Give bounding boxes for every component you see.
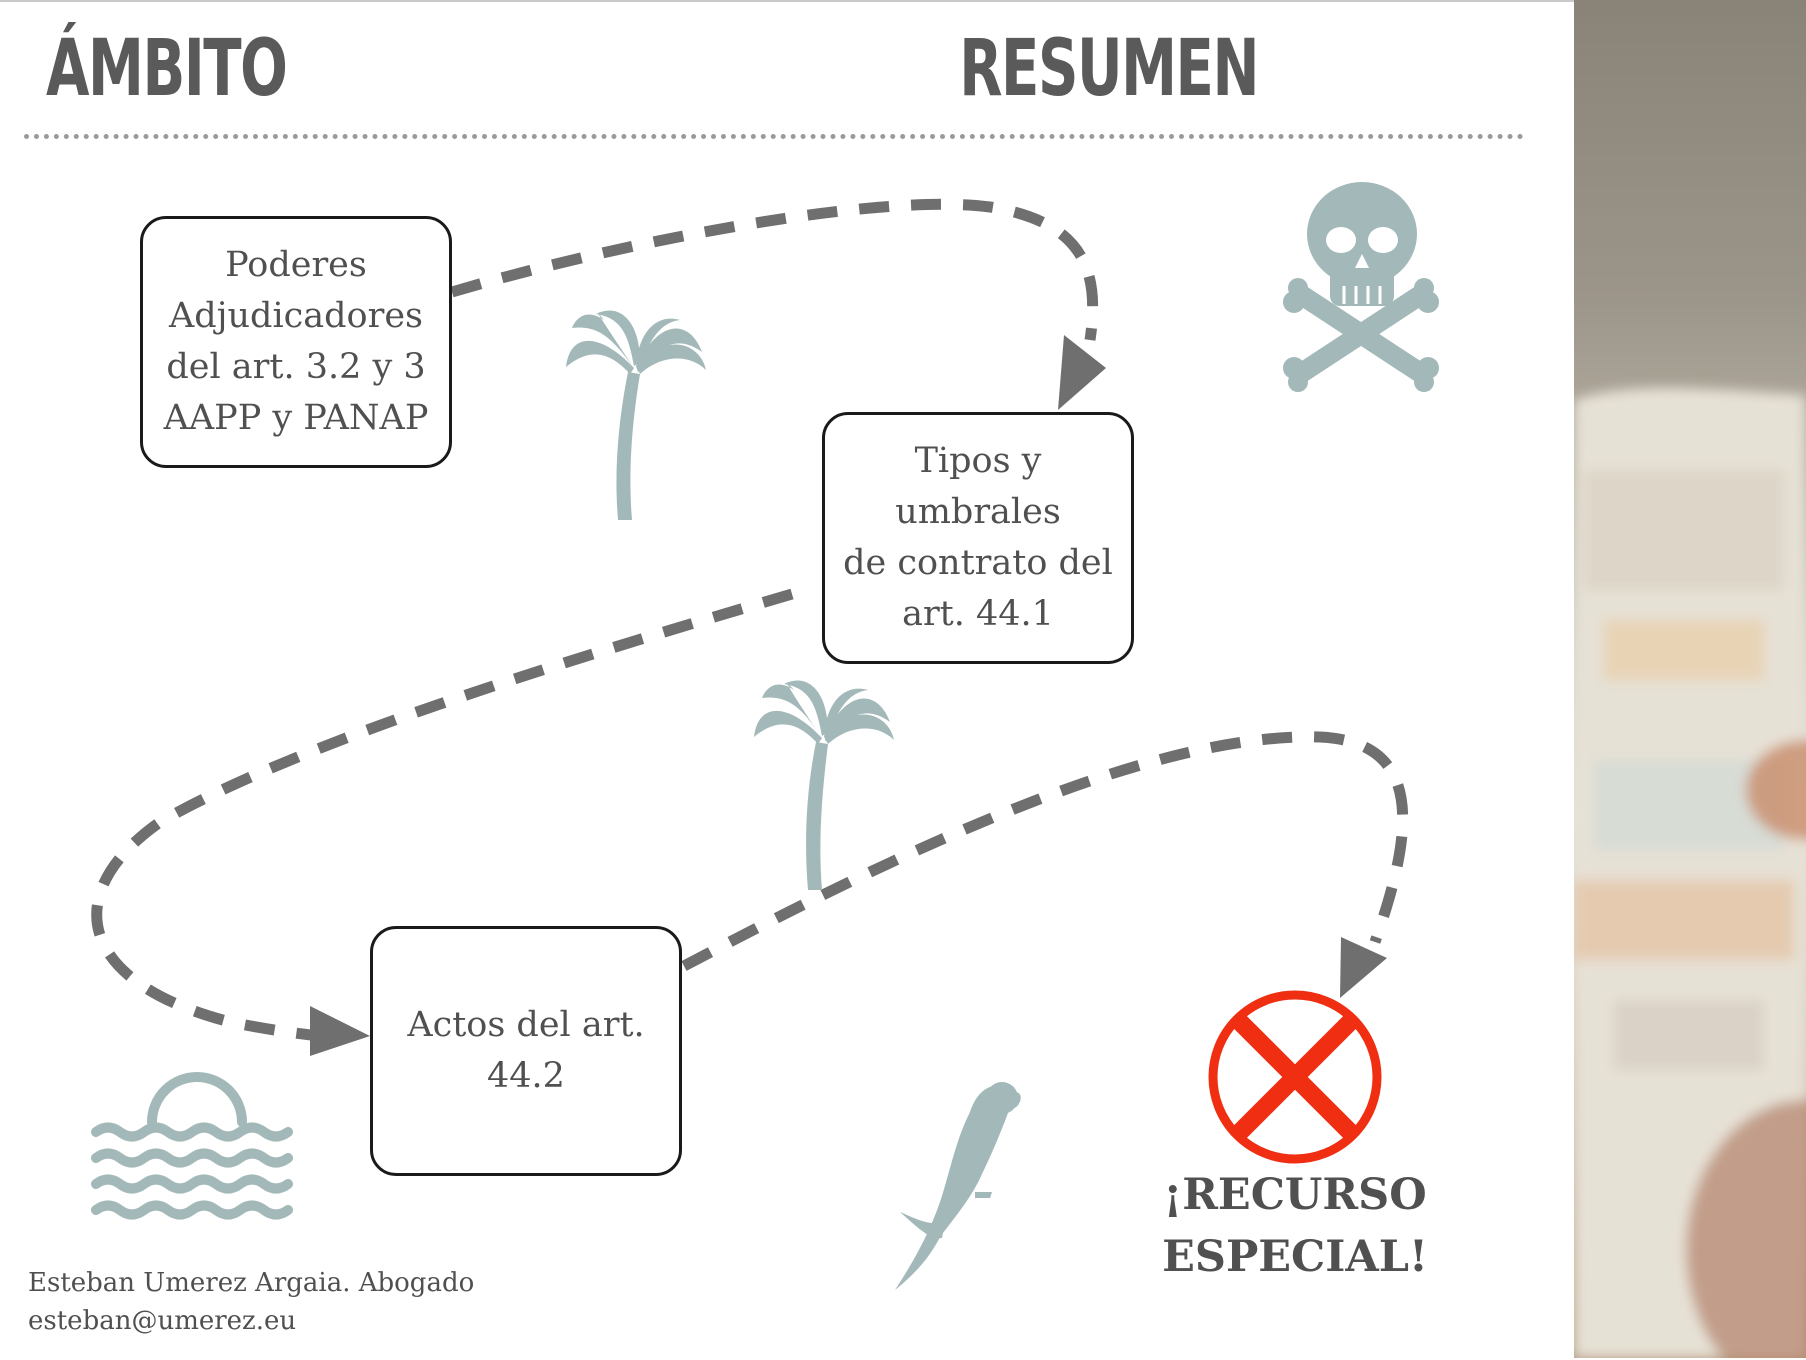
path-segment-3 xyxy=(681,731,1409,971)
red-x-mark-icon xyxy=(1208,990,1382,1164)
map-photo xyxy=(1574,0,1806,1358)
footer-email: esteban@umerez.eu xyxy=(28,1306,297,1336)
box-actos: Actos del art. 44.2 xyxy=(370,926,682,1176)
treasure-path-diagram xyxy=(91,182,1439,1290)
dotted-divider xyxy=(24,134,1524,139)
box-actos-label: Actos del art. 44.2 xyxy=(407,1005,645,1096)
sunset-waves-icon xyxy=(91,1072,293,1220)
palm-tree-icon xyxy=(566,310,706,520)
palm-tree-icon xyxy=(754,680,894,890)
arrow-head-1 xyxy=(1058,335,1106,410)
skull-crossbones-icon xyxy=(1283,182,1439,392)
map-photo-texture xyxy=(1574,388,1806,1358)
box-tipos-umbrales: Tipos y umbrales de contrato del art. 44… xyxy=(822,412,1134,664)
slide: ÁMBITO RESUMEN xyxy=(0,0,1574,1340)
arrow-head-3 xyxy=(1340,937,1387,998)
box-poderes-label: Poderes Adjudicadores del art. 3.2 y 3 A… xyxy=(163,245,429,438)
result-label: ¡RECURSO ESPECIAL! xyxy=(1162,1170,1428,1282)
box-tipos-label: Tipos y umbrales de contrato del art. 44… xyxy=(843,441,1113,634)
parrot-icon xyxy=(895,1082,1021,1290)
title-ambito: ÁMBITO xyxy=(46,24,288,114)
footer-author: Esteban Umerez Argaia. Abogado xyxy=(28,1268,475,1298)
title-resumen: RESUMEN xyxy=(959,24,1259,114)
footer: Esteban Umerez Argaia. Abogado esteban@u… xyxy=(28,1264,474,1340)
path-segment-1 xyxy=(450,198,1099,341)
box-poderes-adjudicadores: Poderes Adjudicadores del art. 3.2 y 3 A… xyxy=(140,216,452,468)
arrow-head-2 xyxy=(310,1006,370,1056)
path-segment-2 xyxy=(91,588,794,1042)
